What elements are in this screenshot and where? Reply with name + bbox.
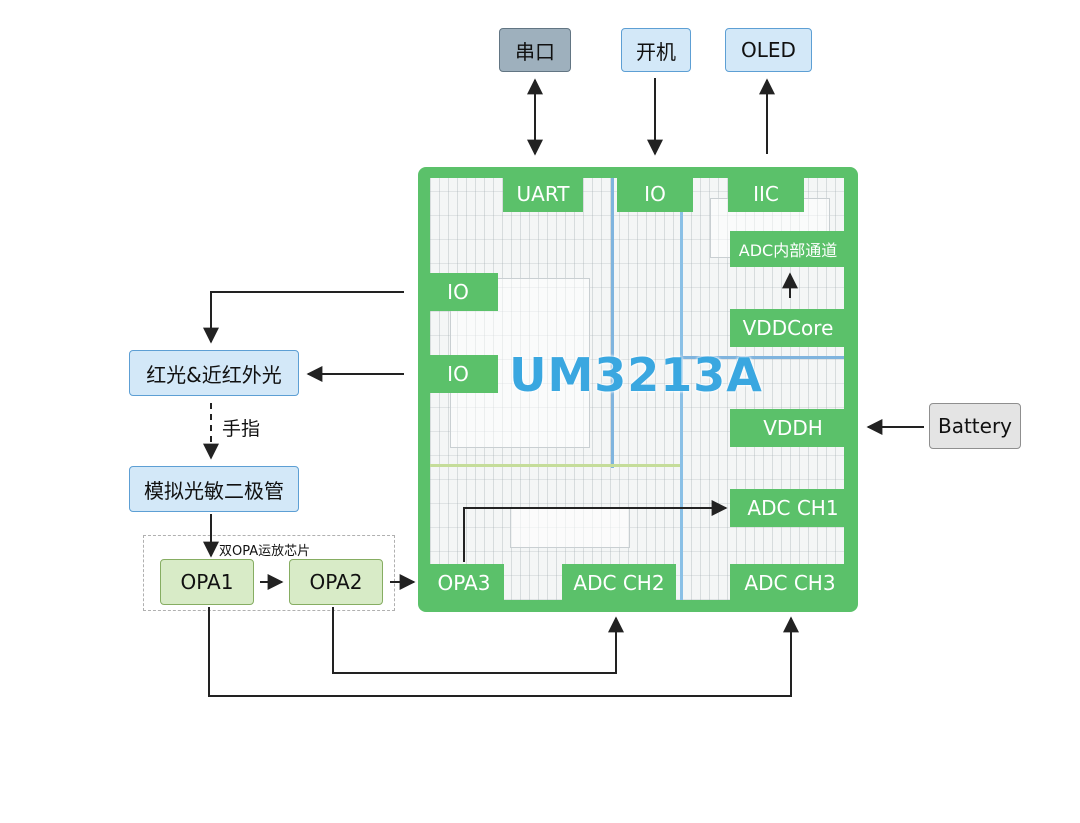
oled-box: OLED bbox=[725, 28, 812, 72]
die-line-vertical-blue bbox=[611, 178, 614, 468]
opa3-adc-ch1-link bbox=[463, 500, 728, 562]
dual-opa-label: 双OPA运放芯片 bbox=[219, 544, 311, 559]
pin-vddcore: VDDCore bbox=[730, 309, 846, 347]
opa1-adc-ch3-link bbox=[208, 607, 799, 697]
pin-vddh: VDDH bbox=[730, 409, 856, 447]
io-to-led-link bbox=[203, 291, 404, 344]
chip-name: UM3213A bbox=[509, 348, 763, 402]
opa1-box: OPA1 bbox=[160, 559, 254, 605]
battery-box: Battery bbox=[929, 403, 1021, 449]
finger-label: 手指 bbox=[222, 418, 261, 440]
led-box: 红光&近红外光 bbox=[129, 350, 299, 396]
pin-adc-ch1: ADC CH1 bbox=[730, 489, 856, 527]
pin-adc-ch2: ADC CH2 bbox=[562, 564, 676, 602]
dual-opa-group bbox=[143, 535, 395, 611]
pin-io-lower: IO bbox=[418, 355, 498, 393]
pin-iic: IIC bbox=[728, 176, 804, 212]
photodiode-box: 模拟光敏二极管 bbox=[129, 466, 299, 512]
uart-port-box: 串口 bbox=[499, 28, 571, 72]
pin-adc-ch3: ADC CH3 bbox=[730, 564, 850, 602]
power-on-box: 开机 bbox=[621, 28, 691, 72]
opa2-adc-ch2-link bbox=[332, 607, 624, 674]
die-block bbox=[510, 508, 630, 548]
pin-adc-internal: ADC内部通道 bbox=[730, 231, 846, 267]
die-line-vertical-blue-2 bbox=[680, 178, 683, 600]
pin-uart: UART bbox=[503, 176, 583, 212]
die-line-horizontal-green bbox=[430, 464, 680, 467]
pin-opa3: OPA3 bbox=[424, 564, 504, 602]
opa2-box: OPA2 bbox=[289, 559, 383, 605]
pin-io-top: IO bbox=[617, 176, 693, 212]
pin-io-upper: IO bbox=[418, 273, 498, 311]
die-line-horizontal-blue bbox=[680, 356, 844, 359]
die-block bbox=[450, 278, 590, 448]
